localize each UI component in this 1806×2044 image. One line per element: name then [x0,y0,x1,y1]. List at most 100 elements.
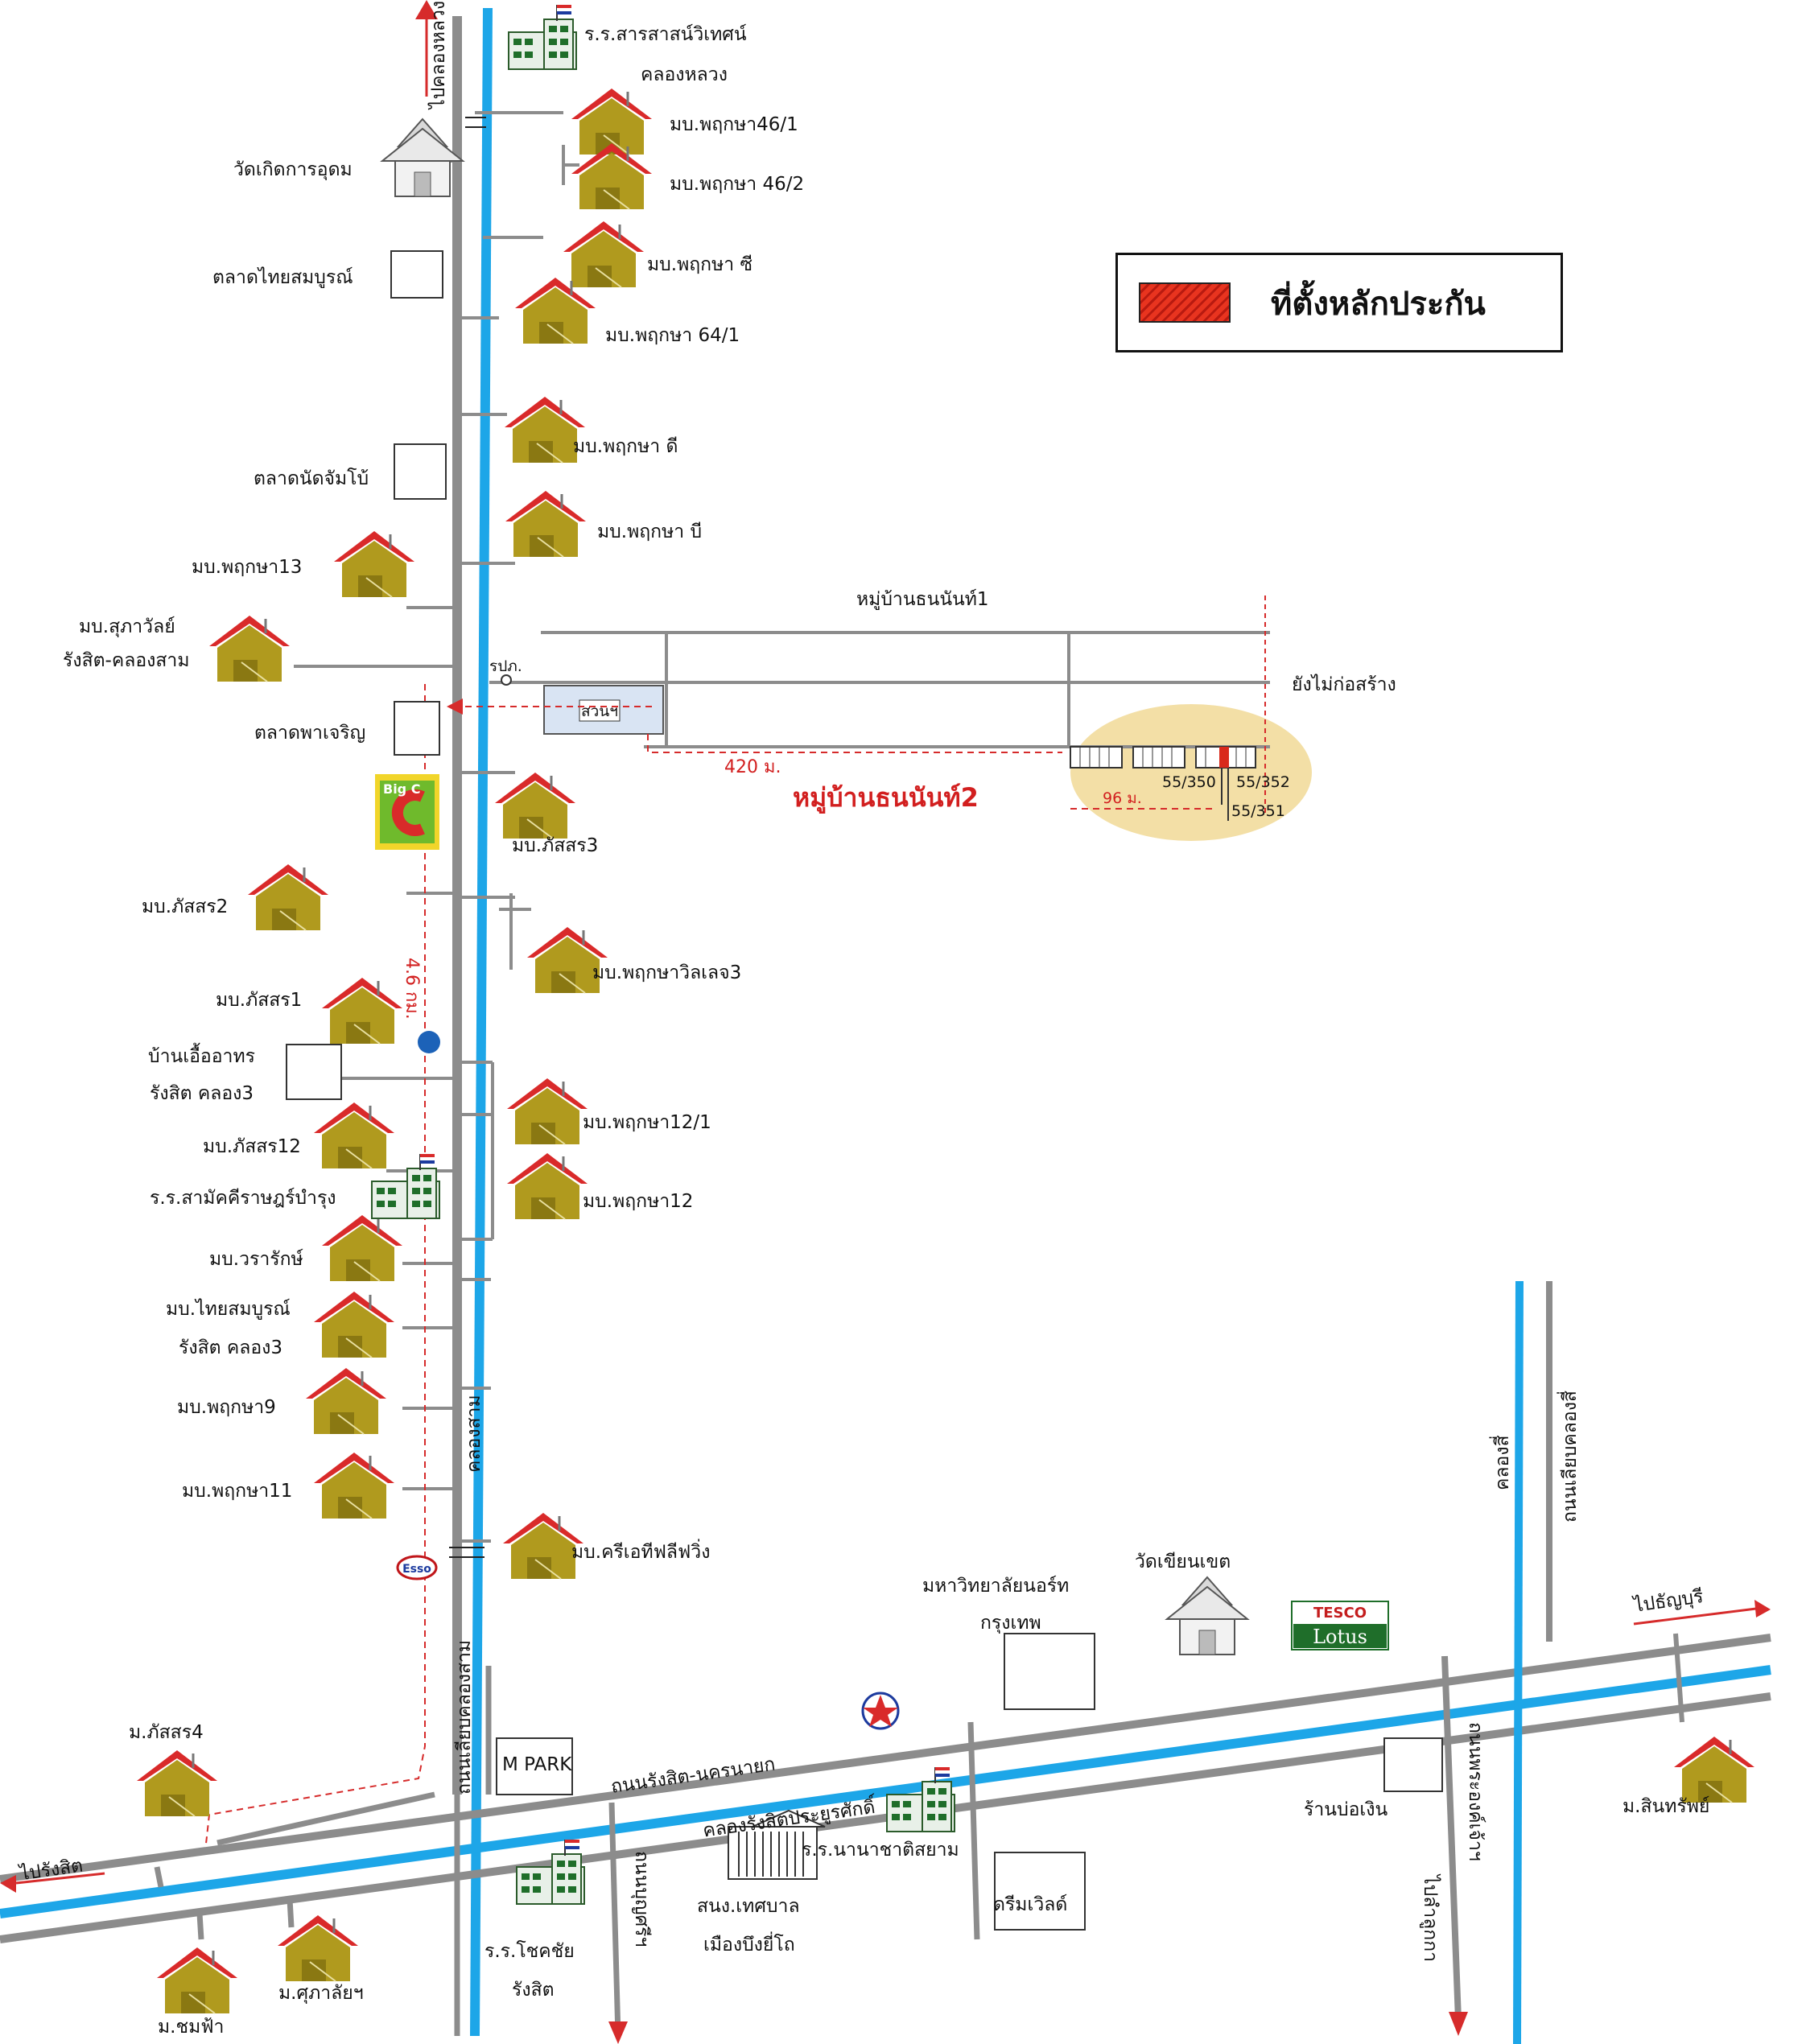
label-univ-north-1: มหาวิทยาลัยนอร์ท [922,1575,1069,1597]
temple-icon-wat-khian [1166,1576,1248,1655]
label-pruksa-b: มบ.พฤกษา บี [597,521,702,542]
label-wat-koet: วัดเกิดการอุดม [233,159,353,180]
label-road-lam-luk-ka: ถนนพระองค์เจ้าฯ [1465,1722,1486,1861]
label-pruksa-64-1: มบ.พฤกษา 64/1 [605,325,740,346]
svg-text:Big C: Big C [383,781,420,797]
house-icon-pruksa-12-1 [505,1077,589,1146]
label-municipal-2: เมืองบึงยี่โถ [703,1931,795,1955]
temple-icon-wat-koet [381,118,464,197]
label-not-built: ยังไม่ก่อสร้าง [1292,674,1396,695]
label-pruksa-village-3: มบ.พฤกษาวิลเลจ3 [592,962,741,983]
label-pruksa-13: มบ.พฤกษา13 [192,557,302,578]
label-market-natjambo: ตลาดนัดจัมโบ้ [254,468,369,489]
label-phatsorn-12: มบ.ภัสสร12 [203,1136,301,1157]
label-road-rangsit-nakhonnayok: ถนนรังสิต-นครนายก [610,1753,777,1797]
label-pruksa-46-2: มบ.พฤกษา 46/2 [670,174,804,195]
label-to-khlong-luang: ไปคลองหลวง [427,1,449,110]
label-phatsorn-1: มบ.ภัสสร1 [216,990,302,1011]
label-to-thanyaburi: ไปธัญบุรี [1631,1585,1705,1617]
plot-row [1070,746,1256,821]
label-khlong-sam: คลองสาม [464,1395,484,1473]
label-plot-351: 55/351 [1231,802,1285,820]
label-pruksa-11: มบ.พฤกษา11 [182,1481,292,1502]
label-suphawan-1: มบ.สุภาวัลย์ [79,616,175,637]
label-guard-post: รปภ. [489,657,522,675]
label-pruksa-c: มบ.พฤกษา ซี [647,254,752,275]
house-icon-suphawan [208,614,291,683]
house-icon-phatsorn-12 [312,1101,396,1170]
canal-khlong-sam [470,7,493,2037]
distance-420m: 420 ม. [724,757,781,777]
house-icon-phatsorn-3 [493,771,577,840]
svg-text:Esso: Esso [402,1563,431,1576]
label-univ-north-2: กรุงเทพ [980,1613,1041,1634]
park-label: สวนฯ [581,703,618,720]
distance-46km: 4.6 กม. [402,958,422,1020]
svg-text:Lotus: Lotus [1313,1626,1367,1648]
guard-post-icon [501,674,512,686]
collateral-swatch [1139,282,1231,323]
label-school-samakkhi: ร.ร.สามัคคีราษฎร์บำรุง [150,1187,336,1209]
house-icon-pruksa-64-1 [513,276,597,345]
label-road-khlong-si: ถนนเลียบคลองสี่ [1557,1391,1581,1523]
label-road-khlong-sam: ถนนเลียบคลองสาม [454,1640,475,1795]
label-thananan-2: หมู่บ้านธนนันท์2 [793,782,979,814]
label-road-boon: ถนนบุญศรีฯ [631,1851,652,1947]
municipal-office-icon [728,1809,826,1880]
road-rangsit-nakhonnayok-lower [0,1634,1771,1883]
arrow-lam-luk-ka-icon [1449,2012,1468,2036]
label-pruksa-12: มบ.พฤกษา12 [583,1191,693,1212]
label-baan-ueaarthorn-1: บ้านเอื้ออาทร [148,1043,255,1067]
road-rangsit-nakhonnayok [0,1692,1771,1943]
label-school-chokchai-1: ร.ร.โชคชัย [484,1940,575,1962]
label-pruksa-d: มบ.พฤกษา ดี [573,436,678,457]
house-icon-wararak [320,1214,404,1283]
house-icon-phatsorn-1 [320,976,404,1045]
label-supalai: ม.ศุภาลัยฯ [278,1983,364,2004]
canal-rangsit [0,1665,1771,1918]
label-wat-khian: วัดเขียนเขต [1135,1552,1231,1572]
label-baan-ueaarthorn-2: รังสิต คลอง3 [150,1083,254,1104]
label-khlong-si: คลองสี่ [1489,1435,1513,1490]
house-icon-phatsorn-4 [135,1749,219,1818]
label-school-sarasas: ร.ร.สารสาสน์วิเทศน์ [584,23,747,45]
school-icon-sarasas [508,4,577,70]
route-line [204,684,1215,1852]
label-market-pacharoen: ตลาดพาเจริญ [254,723,365,744]
label-thaisomboon-1: มบ.ไทยสมบูรณ์ [166,1298,291,1320]
school-icon-nanachat [886,1766,955,1832]
bank-icon [418,1031,440,1053]
label-municipal-1: สนง.เทศบาล [697,1896,800,1917]
label-creative-living: มบ.ครีเอทีฟลีฟวิ่ง [571,1539,710,1563]
label-pruksa-46-1: มบ.พฤกษา46/1 [670,114,798,135]
bigc-logo: Big C [375,774,439,850]
label-phatsorn-3: มบ.ภัสสร3 [512,835,598,856]
arrow-north-icon [415,0,438,19]
label-pruksa-12-1: มบ.พฤกษา12/1 [583,1112,711,1133]
legend: ที่ตั้งหลักประกัน [1115,253,1563,352]
label-chomfa: ม.ชมฟ้า [158,2017,224,2038]
legend-label: ที่ตั้งหลักประกัน [1271,286,1486,323]
label-to-lam-luk-ka: ไปลำลูกกา [1420,1873,1441,1962]
house-icon-pruksa-b [504,489,588,558]
label-m-park: M PARK [502,1754,572,1775]
arrow-south-icon [608,2021,628,2044]
label-sinsap: ม.สินทรัพย์ [1623,1795,1709,1817]
label-plot-352: 55/352 [1236,773,1290,791]
tesco-lotus-logo: TESCO Lotus [1291,1601,1389,1650]
label-school-chokchai-2: รังสิต [512,1980,555,2001]
label-school-nanachat: ร.ร.นานาชาติสยาม [802,1840,959,1861]
label-pruksa-9: มบ.พฤกษา9 [177,1397,276,1418]
collateral-area-highlight [1070,704,1312,841]
label-plot-350: 55/350 [1162,773,1216,791]
house-icon-pruksa-9 [304,1366,388,1436]
label-suphawan-2: รังสิต-คลองสาม [63,650,190,671]
house-icon-thaisomboon [312,1290,396,1359]
house-icon-pruksa-c [562,220,645,289]
label-thananan-1: หมู่บ้านธนนันท์1 [856,588,989,610]
label-market-thaisomboon: ตลาดไทยสมบูรณ์ [212,266,353,288]
esso-logo [396,1555,438,1580]
house-icon-pruksa-11 [312,1451,396,1520]
label-wararak: มบ.วรารักษ์ [209,1248,303,1270]
distance-96m: 96 ม. [1103,789,1142,807]
